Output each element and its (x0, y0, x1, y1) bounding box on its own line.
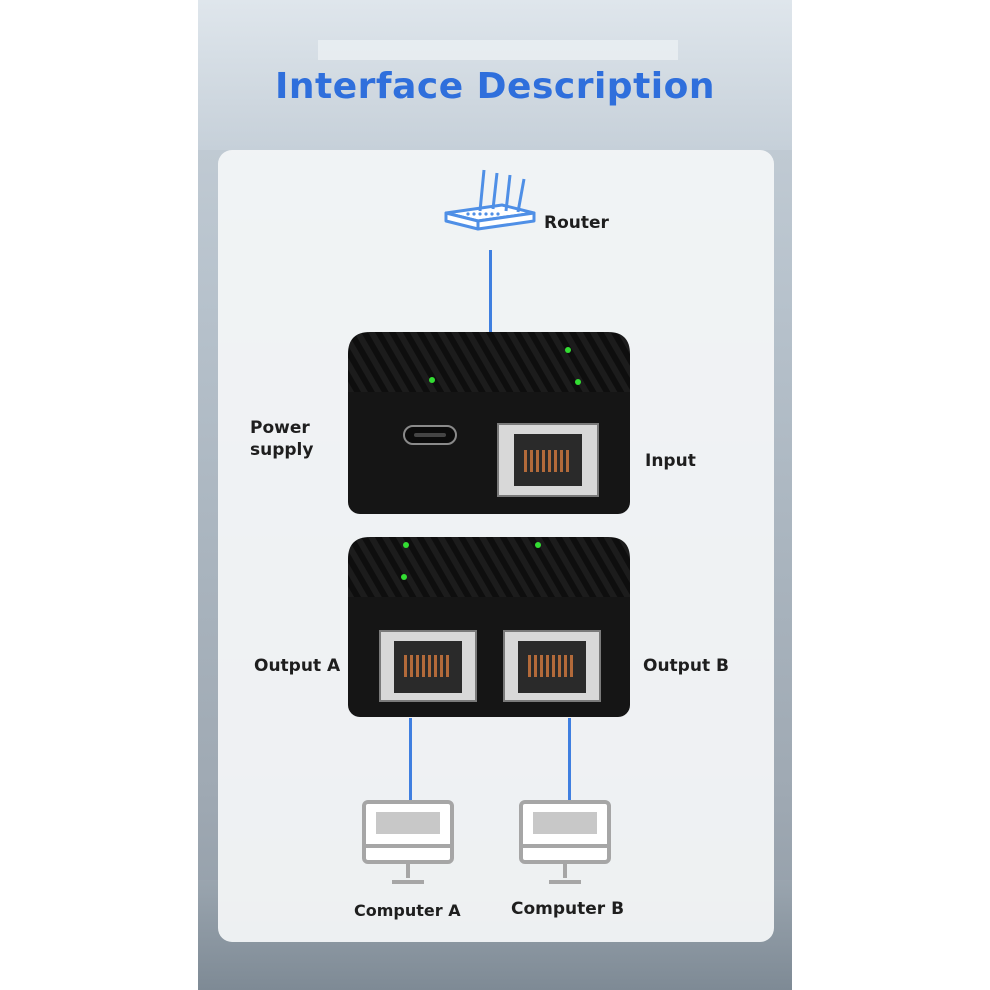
page-title: Interface Description (275, 66, 715, 107)
output-b-label: Output B (643, 656, 729, 676)
computer-a-icon (362, 800, 454, 884)
splitter-output-unit (348, 537, 630, 717)
router-cable (489, 250, 492, 335)
computer-b-label: Computer B (511, 899, 625, 919)
computer-b-icon (519, 800, 611, 884)
output-b-cable (568, 718, 571, 800)
input-label: Input (645, 451, 696, 471)
splitter-input-unit (348, 332, 630, 514)
router-label: Router (544, 213, 609, 233)
ethernet-port-icon (497, 423, 599, 497)
output-a-cable (409, 718, 412, 800)
computer-a-label: Computer A (354, 901, 461, 920)
power-supply-label: Power supply (250, 418, 314, 460)
output-a-label: Output A (254, 656, 341, 676)
ethernet-port-icon (379, 630, 477, 702)
ethernet-port-icon (503, 630, 601, 702)
router-icon (444, 169, 536, 231)
